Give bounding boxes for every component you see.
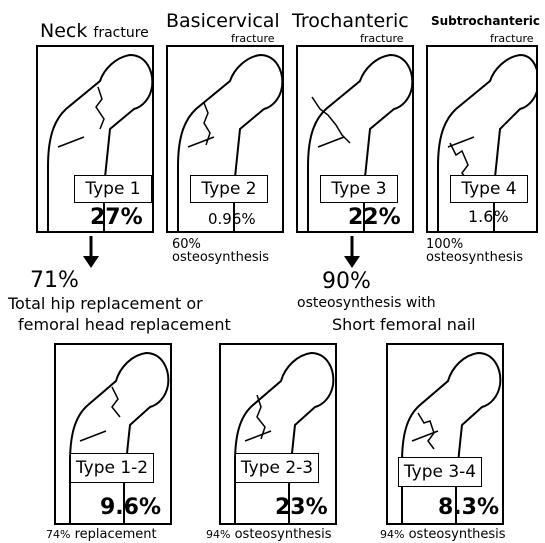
footnote-type-1-2-pct: 74%	[46, 528, 70, 541]
panel-type-3: Type 3 22%	[296, 45, 414, 233]
note-type-4-text: osteosynthesis	[426, 251, 523, 264]
outcome-left-line2: femoral head replacement	[18, 317, 231, 333]
arrow-down-icon	[81, 236, 101, 270]
type-label-2-3: Type 2-3	[235, 453, 319, 483]
panel-type-1-2: Type 1-2 9.6%	[54, 343, 172, 525]
type-label-1: Type 1	[74, 175, 152, 203]
pct-type-3: 22%	[348, 207, 401, 229]
type-label-1-2: Type 1-2	[70, 453, 154, 483]
header-subtrochanteric-sub: fracture	[490, 33, 534, 44]
footnote-type-2-3-pct: 94%	[206, 528, 230, 541]
footnote-type-2-3: 94% osteosynthesis	[206, 528, 332, 541]
header-basicervical: Basicervical	[166, 12, 280, 31]
type-label-3: Type 3	[320, 175, 398, 203]
femur-basicervical-fracture-illustration	[168, 47, 284, 233]
pct-type-1: 27%	[90, 207, 143, 229]
footnote-type-3-4-pct: 94%	[380, 528, 404, 541]
footnote-type-3-4-text: osteosynthesis	[409, 527, 506, 542]
header-neck-main: Neck	[40, 20, 87, 42]
outcome-right-pct: 90%	[322, 271, 371, 293]
panel-type-4: Type 4 1.6%	[426, 45, 538, 233]
type-label-2: Type 2	[190, 175, 268, 203]
panel-type-2: Type 2 0.96%	[166, 45, 284, 233]
panel-type-1: Type 1 27%	[36, 45, 154, 233]
header-neck-sub: fracture	[93, 25, 148, 41]
arrow-down-icon	[342, 236, 362, 270]
outcome-right-line2: Short femoral nail	[332, 317, 476, 333]
femur-subtrochanteric-fracture-illustration	[428, 47, 538, 233]
pct-type-2-3: 23%	[275, 497, 328, 519]
pct-type-1-2: 9.6%	[100, 497, 161, 519]
footnote-type-1-2: 74% replacement	[46, 528, 157, 541]
header-trochanteric-sub: fracture	[360, 33, 404, 44]
type-label-3-4: Type 3-4	[398, 457, 482, 487]
panel-type-3-4: Type 3-4 8.3%	[386, 343, 504, 525]
outcome-right-line1: osteosynthesis with	[297, 296, 436, 310]
note-type-2-text: osteosynthesis	[172, 251, 269, 264]
pct-type-3-4: 8.3%	[438, 497, 499, 519]
header-neck: Neck fracture	[40, 22, 149, 41]
header-trochanteric: Trochanteric	[292, 12, 409, 31]
footnote-type-2-3-text: osteosynthesis	[235, 527, 332, 542]
pct-type-4: 1.6%	[468, 209, 509, 225]
outcome-left-pct: 71%	[30, 270, 79, 292]
header-basicervical-sub: fracture	[231, 33, 275, 44]
type-label-4: Type 4	[450, 175, 528, 203]
pct-type-2: 0.96%	[208, 212, 256, 227]
outcome-left-line1: Total hip replacement or	[8, 296, 203, 312]
header-subtrochanteric: Subtrochanteric	[431, 15, 540, 27]
footnote-type-3-4: 94% osteosynthesis	[380, 528, 506, 541]
footnote-type-1-2-text: replacement	[75, 527, 157, 542]
panel-type-2-3: Type 2-3 23%	[219, 343, 337, 525]
